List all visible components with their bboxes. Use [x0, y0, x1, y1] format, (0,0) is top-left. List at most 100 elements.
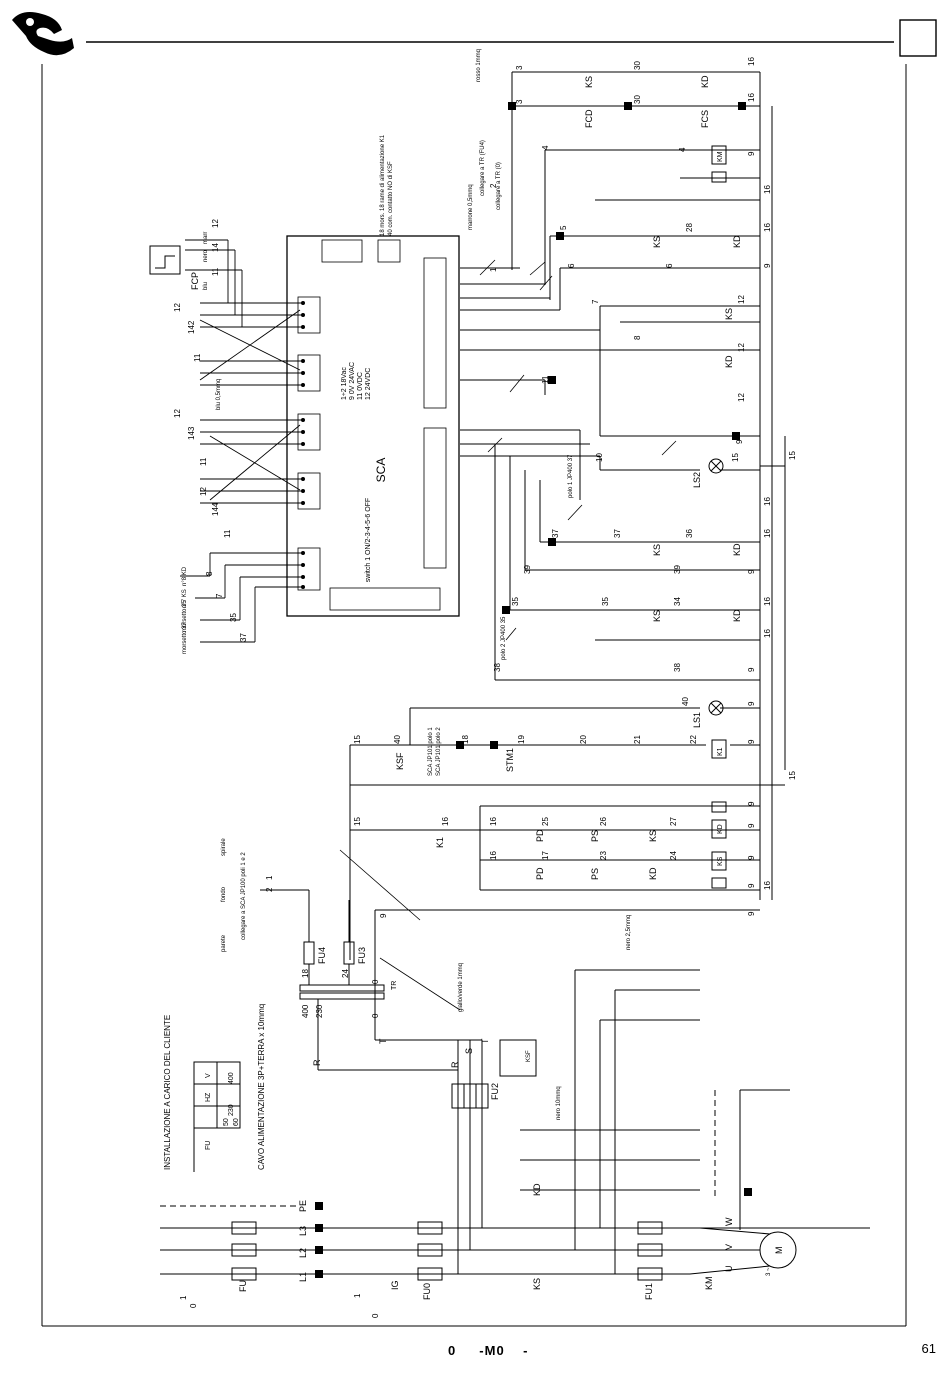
svg-text:LS1: LS1 [692, 712, 702, 728]
svg-text:7: 7 [215, 593, 224, 598]
k1-coil [711, 739, 727, 759]
svg-text:1: 1 [265, 875, 274, 880]
svg-text:KS: KS [652, 610, 662, 622]
svg-text:3: 3 [515, 65, 524, 70]
svg-text:IG: IG [390, 1280, 400, 1290]
svg-text:25: 25 [541, 817, 550, 826]
svg-text:400: 400 [301, 1004, 310, 1018]
svg-text:230: 230 [315, 1004, 324, 1018]
svg-text:400: 400 [228, 1072, 235, 1084]
svg-text:8: 8 [633, 335, 642, 340]
svg-text:HZ: HZ [205, 1092, 212, 1102]
svg-text:24: 24 [669, 851, 678, 860]
svg-text:FU3: FU3 [357, 947, 367, 964]
svg-text:16: 16 [763, 629, 772, 638]
svg-text:11: 11 [199, 457, 208, 466]
svg-text:9 0V 24VAC: 9 0V 24VAC [349, 362, 356, 400]
svg-text:FU: FU [205, 1141, 212, 1150]
svg-text:V: V [724, 1244, 734, 1250]
svg-text:230: 230 [228, 1104, 235, 1116]
svg-text:22: 22 [689, 735, 698, 744]
svg-text:35: 35 [601, 597, 610, 606]
svg-text:1: 1 [353, 1293, 362, 1298]
svg-text:38: 38 [673, 663, 682, 672]
svg-text:KS: KS [584, 76, 594, 88]
svg-text:R: R [450, 1061, 460, 1068]
svg-text:1÷2 18Vac: 1÷2 18Vac [341, 367, 348, 400]
svg-text:parete: parete [221, 934, 227, 952]
svg-text:T: T [378, 1038, 388, 1044]
svg-text:n°8 KD: n°8 KD [182, 566, 188, 586]
svg-text:3: 3 [515, 99, 524, 104]
svg-text:9: 9 [747, 855, 756, 860]
svg-text:12: 12 [173, 303, 182, 312]
svg-text:KS: KS [652, 236, 662, 248]
svg-text:KS: KS [652, 544, 662, 556]
svg-text:collegare a TR (0): collegare a TR (0) [496, 162, 502, 210]
svg-text:16: 16 [489, 851, 498, 860]
svg-text:18: 18 [461, 735, 470, 744]
svg-text:KSF: KSF [395, 752, 405, 770]
rc-kd [711, 801, 727, 813]
top-circuit [349, 71, 786, 1040]
svg-text:14: 14 [211, 243, 220, 252]
svg-text:nero 10mmq: nero 10mmq [556, 1086, 562, 1120]
svg-text:37: 37 [551, 529, 560, 538]
svg-text:KD: KD [732, 543, 742, 556]
svg-text:KSF: KSF [526, 1050, 532, 1062]
svg-text:PS: PS [590, 830, 600, 842]
svg-text:16: 16 [763, 881, 772, 890]
svg-text:marrone 0,5mmq: marrone 0,5mmq [468, 184, 474, 230]
svg-text:0: 0 [371, 1013, 380, 1018]
svg-text:SCA JP101 polo 2: SCA JP101 polo 2 [436, 727, 442, 776]
kd-coil [711, 819, 727, 839]
svg-text:PE: PE [298, 1200, 308, 1212]
svg-text:37: 37 [239, 633, 248, 642]
svg-text:KM: KM [704, 1277, 714, 1291]
svg-text:12: 12 [199, 487, 208, 496]
svg-text:W: W [724, 1217, 734, 1226]
svg-text:nero: nero [203, 249, 209, 262]
svg-text:spirale: spirale [221, 838, 227, 856]
svg-text:PS: PS [590, 868, 600, 880]
svg-text:4: 4 [541, 145, 550, 150]
rc-km [711, 171, 727, 183]
ls1-lamp [708, 700, 724, 716]
svg-text:50: 50 [223, 1118, 230, 1126]
svg-text:39: 39 [673, 565, 682, 574]
svg-text:16: 16 [763, 597, 772, 606]
svg-text:16: 16 [763, 185, 772, 194]
svg-text:26: 26 [599, 817, 608, 826]
svg-text:FU0: FU0 [422, 1283, 432, 1300]
svg-text:1: 1 [179, 1295, 188, 1300]
svg-text:L2: L2 [298, 1248, 308, 1258]
svg-text:6: 6 [567, 263, 576, 268]
svg-text:9: 9 [747, 801, 756, 806]
svg-text:SCA JP101 polo 1: SCA JP101 polo 1 [428, 727, 434, 776]
svg-text:polo 1 JP400 37: polo 1 JP400 37 [568, 454, 574, 498]
svg-text:19: 19 [517, 735, 526, 744]
svg-text:giallo/verde 1mmq: giallo/verde 1mmq [458, 963, 464, 1012]
svg-text:12: 12 [211, 219, 220, 228]
rc-ks [711, 877, 727, 889]
svg-text:9: 9 [379, 913, 388, 918]
svg-text:12: 12 [173, 409, 182, 418]
svg-text:30: 30 [633, 61, 642, 70]
svg-text:T: T [480, 1038, 490, 1044]
svg-text:10: 10 [595, 453, 604, 462]
svg-text:morsetto 37: morsetto 37 [182, 622, 188, 654]
svg-text:5: 5 [559, 225, 568, 230]
svg-text:15: 15 [788, 771, 797, 780]
svg-text:12: 12 [737, 343, 746, 352]
svg-text:KD: KD [648, 867, 658, 880]
svg-text:4: 4 [678, 147, 687, 152]
svg-text:16: 16 [747, 57, 756, 66]
svg-text:KD: KD [732, 235, 742, 248]
svg-text:FCS: FCS [700, 110, 710, 128]
svg-text:9: 9 [763, 263, 772, 268]
svg-text:9: 9 [747, 739, 756, 744]
svg-text:KD: KD [700, 75, 710, 88]
svg-text:0: 0 [371, 979, 380, 984]
svg-text:16: 16 [489, 817, 498, 826]
